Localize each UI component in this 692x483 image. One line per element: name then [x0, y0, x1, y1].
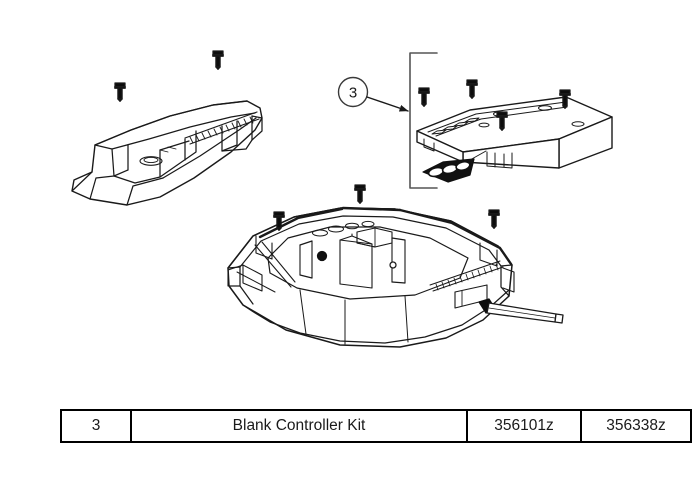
cell-description: Blank Controller Kit: [130, 409, 468, 443]
controller-base-housing: [227, 206, 515, 348]
upper-left-cover-part: [71, 100, 263, 206]
blank-controller-cover-plate: [416, 96, 613, 169]
plate-screw-2: [466, 79, 478, 100]
extent-bracket: [409, 52, 438, 189]
cover-screw-left: [114, 82, 126, 103]
grommet-seal-part: [422, 150, 487, 183]
long-bolt-part: [478, 298, 564, 324]
cell-item-number: 3: [60, 409, 132, 443]
callout-balloon-3: [337, 76, 369, 108]
cell-part-number-2: 356338z: [580, 409, 692, 443]
callout-balloon-label: 3: [349, 85, 357, 102]
cell-part-number-1: 356101z: [466, 409, 582, 443]
base-screw-right: [488, 209, 500, 230]
callout-leader-line: [366, 96, 409, 112]
parts-table: 3 Blank Controller Kit 356101z 356338z: [60, 409, 692, 443]
parts-table-container: 3 Blank Controller Kit 356101z 356338z: [60, 409, 692, 443]
base-screw-center: [354, 184, 366, 205]
cover-screw-right: [212, 50, 224, 71]
table-row[interactable]: 3 Blank Controller Kit 356101z 356338z: [60, 409, 692, 443]
parts-table-body: 3 Blank Controller Kit 356101z 356338z: [60, 409, 692, 443]
plate-screw-1: [418, 87, 430, 108]
